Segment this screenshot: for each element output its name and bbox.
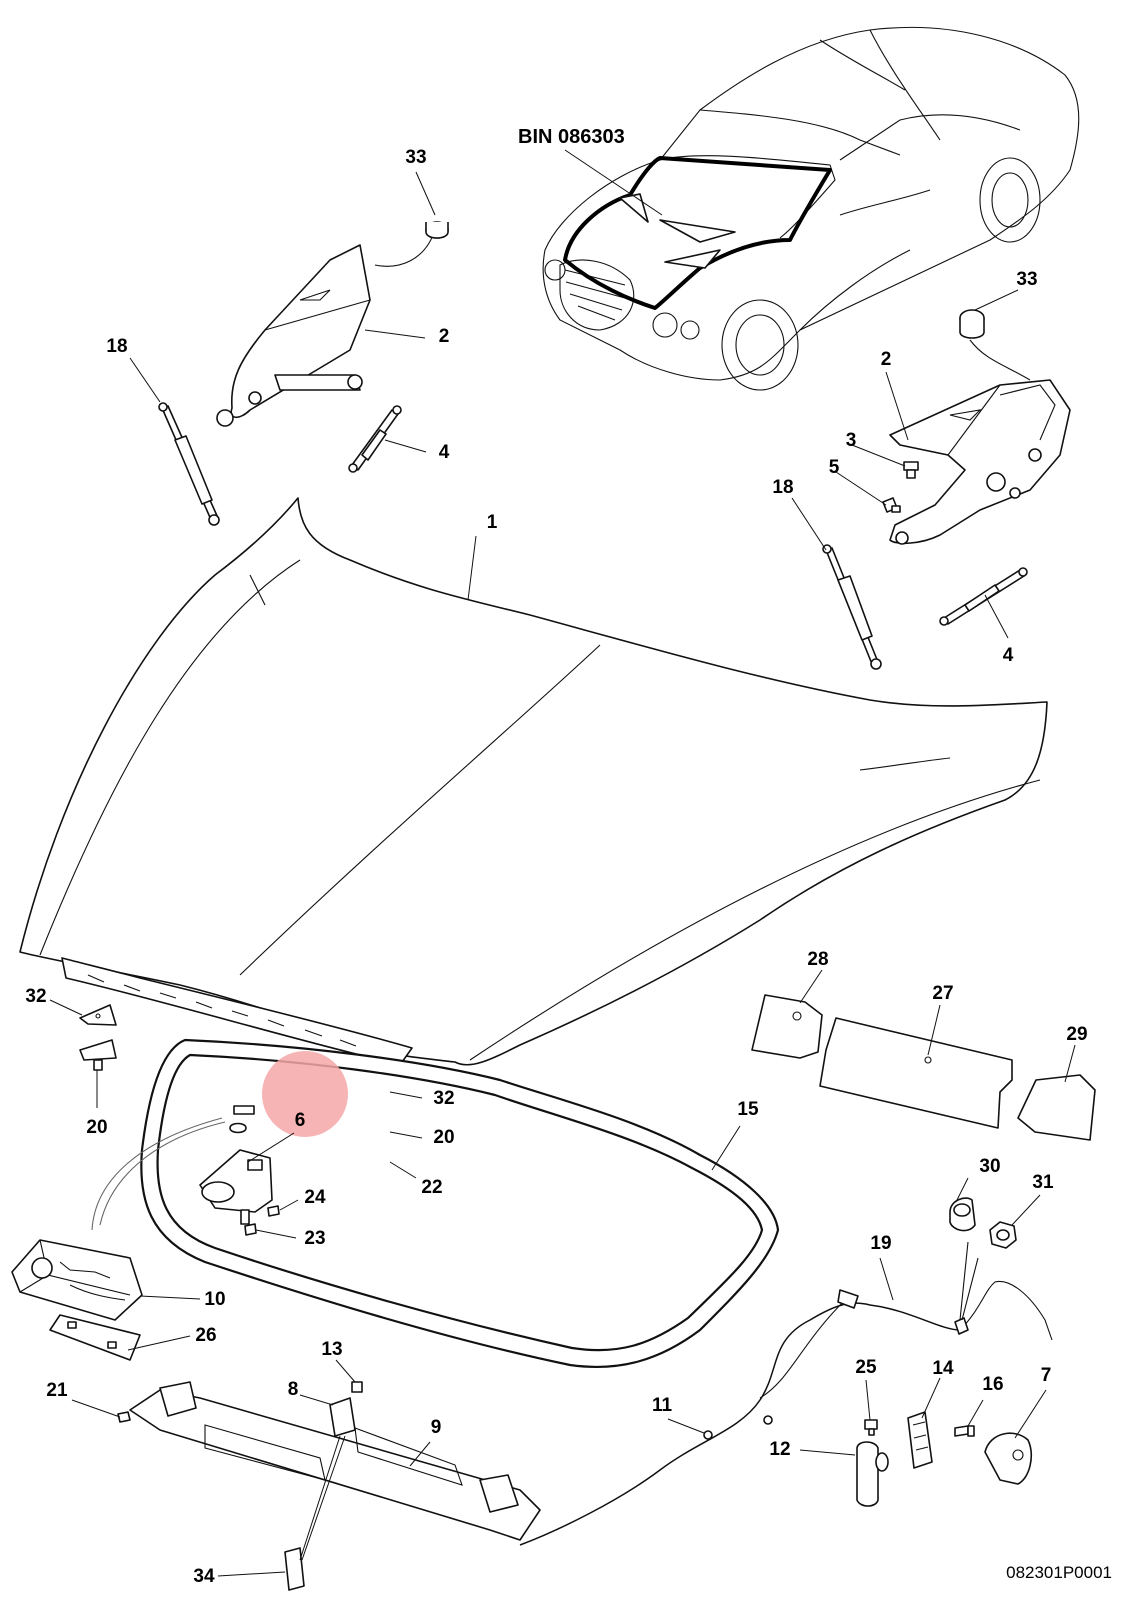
release-cables [519,1241,1053,1546]
callout-label: 26 [195,1325,216,1346]
callout-label: 5 [829,457,840,478]
callout-label: 7 [1041,1365,1052,1386]
callout-label: 23 [304,1228,325,1249]
callout-label: 24 [304,1187,326,1208]
callout-label: 21 [46,1380,68,1401]
callout-label: 16 [982,1374,1003,1395]
callout-label: 34 [193,1566,215,1587]
callout-label: 31 [1032,1172,1054,1193]
callout-label: 12 [769,1439,790,1460]
callout-label: 32 [433,1088,454,1109]
insulation-pads [751,994,1096,1141]
callout-labels: 1 2 2 3 4 4 5 6 7 8 9 10 11 12 13 14 15 … [25,147,1087,1587]
leader-lines [49,171,1076,1577]
callout-label: 3 [846,430,857,451]
latch-housing [11,1239,143,1361]
callout-label: 11 [652,1395,673,1416]
callout-label: 1 [487,512,498,533]
callout-label: 19 [870,1233,891,1254]
callout-label: 4 [439,442,450,463]
car-overview: BIN 086303 [518,26,1080,391]
callout-label: 25 [855,1357,877,1378]
callout-label: 27 [932,983,953,1004]
callout-label: 2 [439,326,450,347]
callout-label: 4 [1003,645,1014,666]
callout-label: 30 [979,1156,1000,1177]
callout-label: 6 [295,1110,306,1131]
callout-label: 20 [433,1127,454,1148]
callout-label: 15 [737,1099,759,1120]
bushes [949,1197,1017,1249]
callout-label: 13 [321,1339,342,1360]
left-brackets [79,1004,117,1071]
right-hinge-assembly [822,309,1071,670]
left-hinge-assembly [158,221,449,526]
callout-label: 29 [1066,1024,1087,1045]
callout-label: 2 [881,349,892,370]
hood-panel [19,497,1048,1066]
highlight-marker [262,1051,348,1137]
lower-right-parts [856,1411,1032,1507]
callout-label: 9 [431,1417,442,1438]
callout-label: 10 [204,1289,225,1310]
callout-label: 14 [932,1358,954,1379]
callout-label: 20 [86,1117,107,1138]
callout-label: 33 [1016,269,1037,290]
callout-label: 18 [106,336,127,357]
lock-carrier [117,1381,541,1591]
callout-label: 8 [288,1379,299,1400]
lock-assembly [91,1105,280,1236]
drawing-code: 082301P0001 [1006,1563,1112,1582]
callout-label: 32 [25,986,46,1007]
callout-label: 28 [807,949,828,970]
callout-label: 33 [405,147,426,168]
callout-label: 22 [421,1177,442,1198]
bin-label: BIN 086303 [518,126,625,148]
callout-label: 18 [772,477,793,498]
